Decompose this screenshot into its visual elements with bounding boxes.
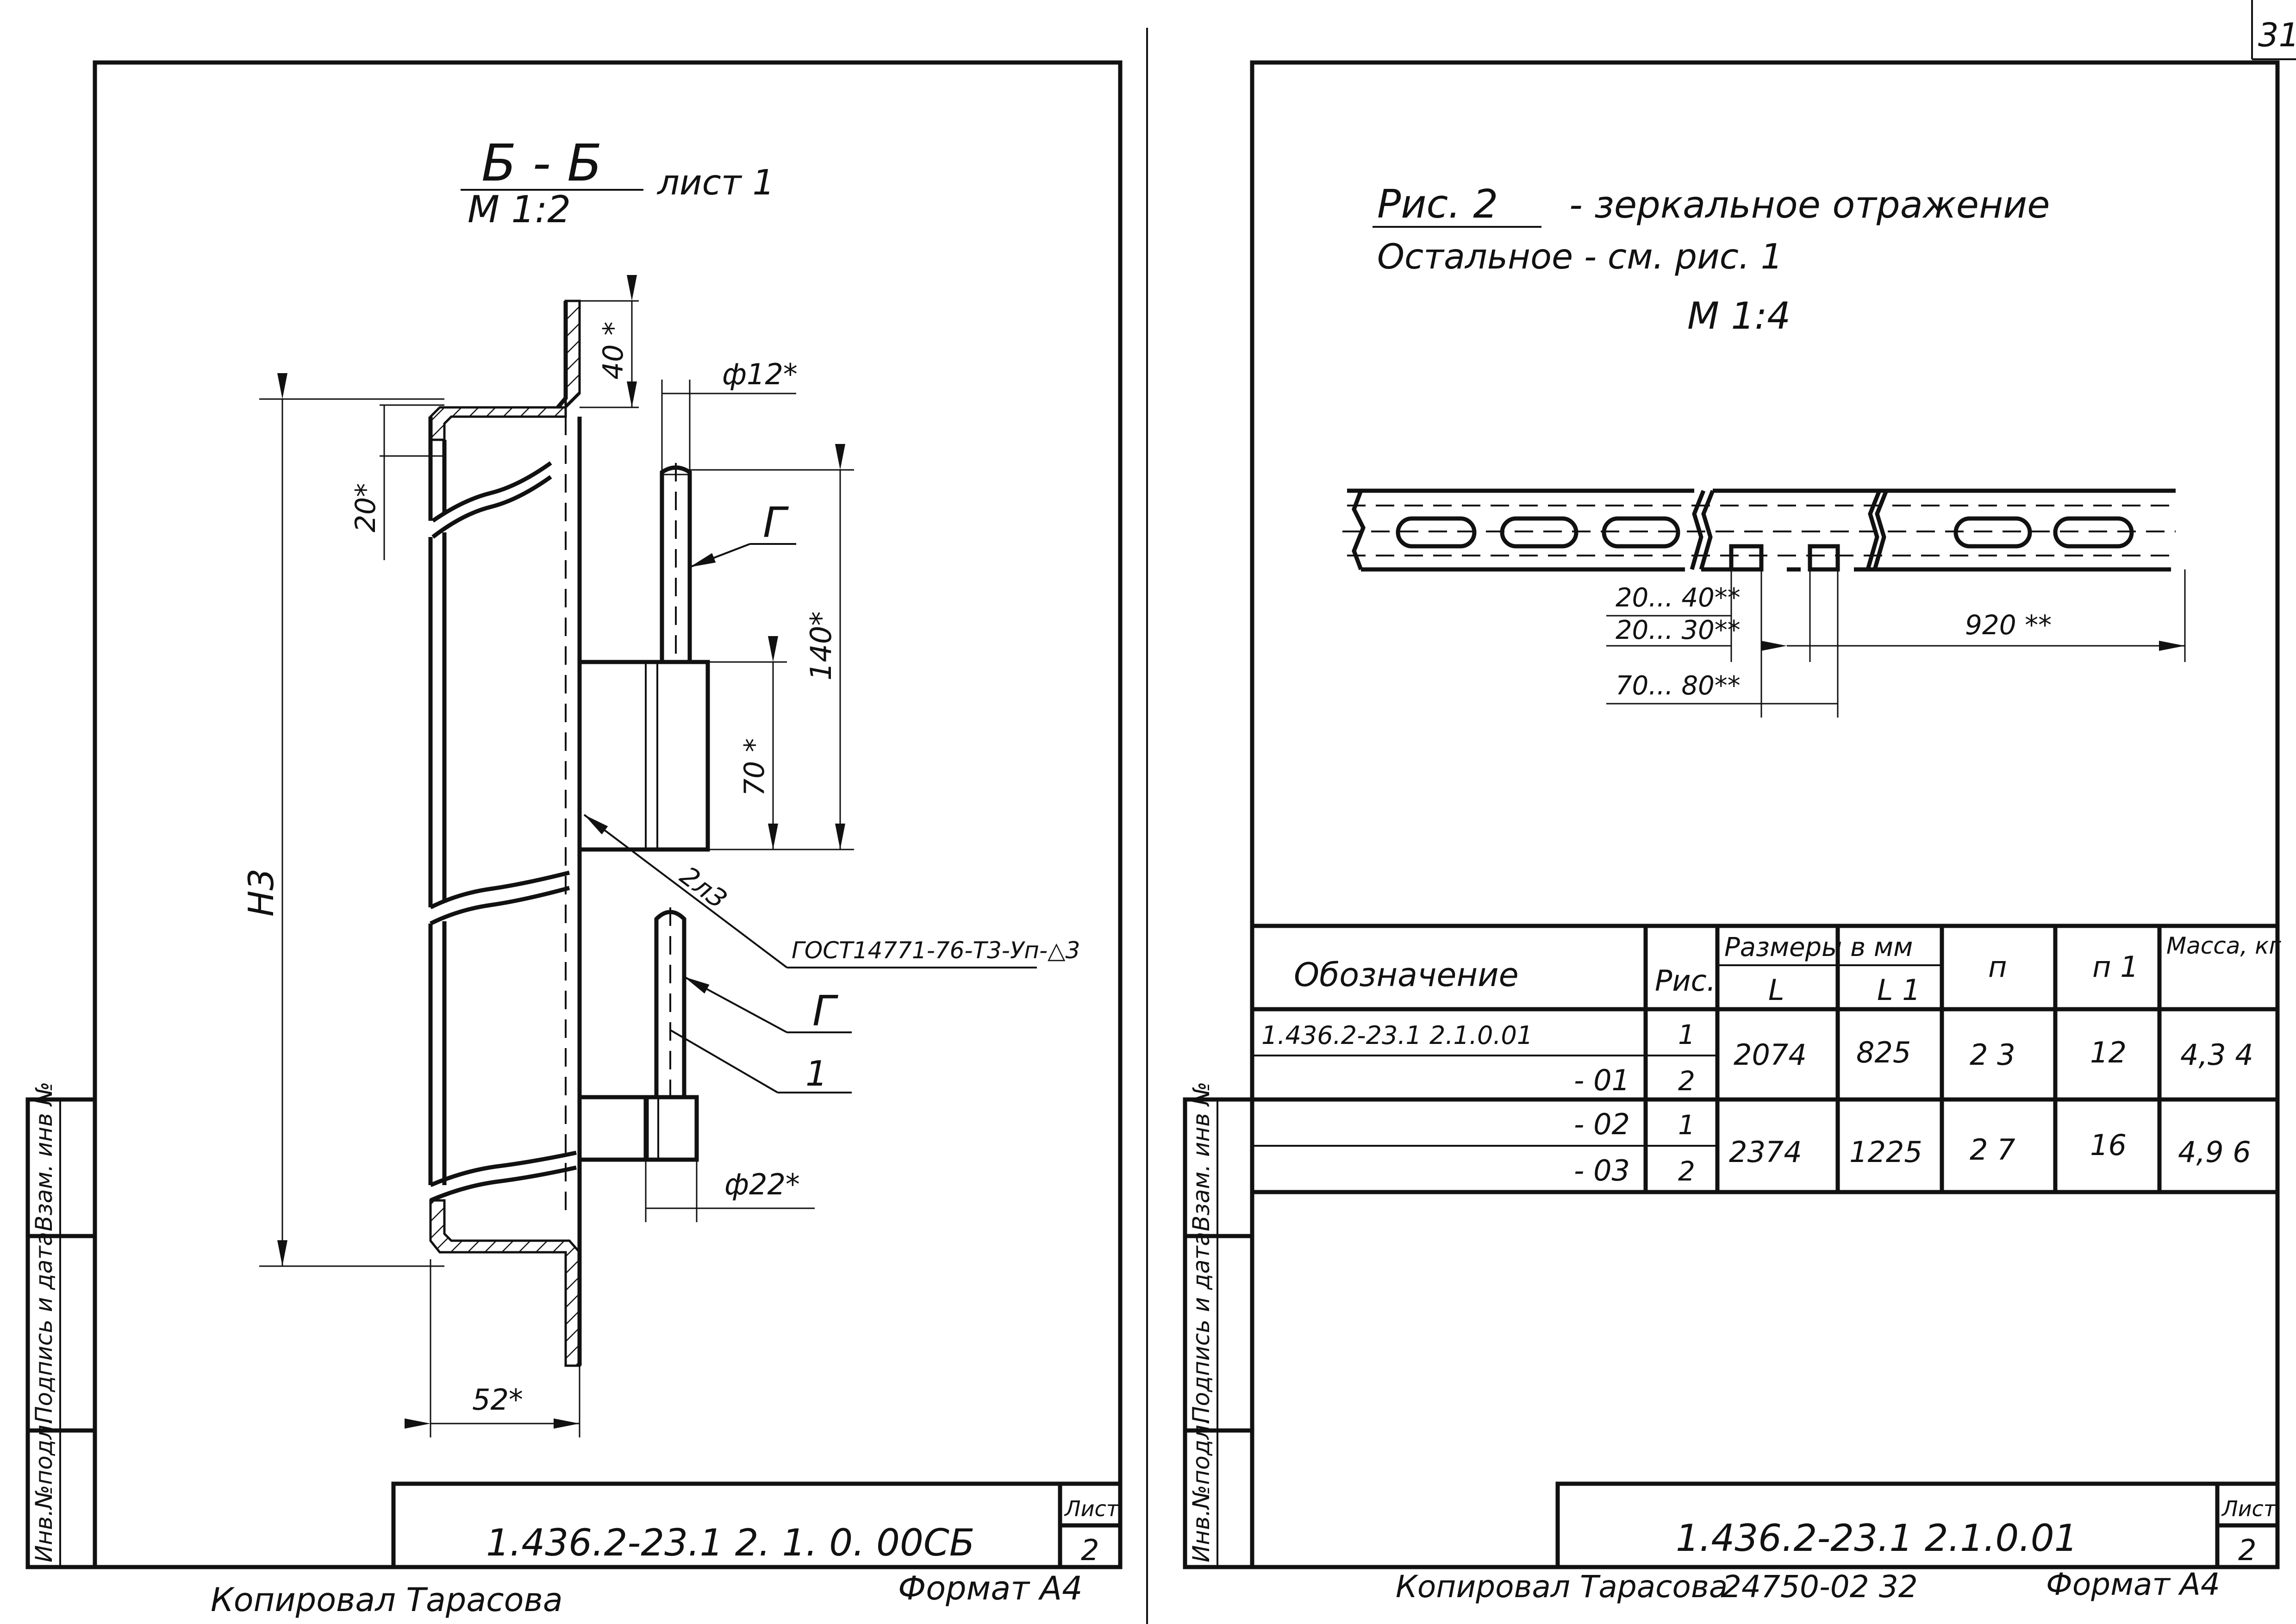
rail-drawing (1342, 488, 2176, 572)
dim-70: 70 * (738, 738, 771, 796)
row-fig-3: 2 (1678, 1156, 1695, 1187)
dim-20-40: 20... 40** (1616, 583, 1741, 613)
right-format: Формат А4 (2046, 1567, 2220, 1602)
side-label-inv: Инв.№подл. (1188, 1418, 1215, 1562)
side-label-signature: Подпись и дата (31, 1232, 57, 1424)
row-designation-0: 1.436.2-23.1 2.1.0.01 (1261, 1021, 1533, 1050)
section-dimensions: 40 * ф12* 20* Н3 140* 70 * (241, 275, 1080, 1437)
dim-920: 920 ** (1965, 609, 2052, 641)
left-stamp-code: 1.436.2-23.1 2. 1. 0. 00СБ (486, 1521, 975, 1564)
weld-mark: 2лЗ (674, 861, 732, 915)
group0-n1: 12 (2090, 1036, 2127, 1069)
page-number: 31 (2258, 16, 2296, 54)
right-copied-by: Копировал Тарасова (1396, 1569, 1728, 1605)
view-g-upper: Г (763, 499, 789, 547)
dim-20-30: 20... 30** (1616, 615, 1741, 645)
right-side-stamp: Инв.№подл. Подпись и дата Взам. инв № (1183, 1081, 1254, 1569)
left-copied-by: Копировал Тарасова (211, 1581, 563, 1619)
left-frame (93, 60, 1123, 1569)
dim-20: 20* (349, 483, 382, 532)
dim-40: 40 * (597, 322, 630, 380)
th-sizes: Размеры в мм (1724, 932, 1913, 962)
group0-L1: 825 (1856, 1036, 1911, 1069)
group0-L: 2074 (1734, 1038, 1807, 1072)
left-title-stamp: 1.436.2-23.1 2. 1. 0. 00СБ Лист 2 (391, 1481, 1123, 1569)
dim-70-80: 70... 80** (1616, 671, 1741, 701)
group0-n: 2 3 (1970, 1038, 2015, 1072)
group1-n: 2 7 (1970, 1133, 2015, 1167)
fig-note-2: Остальное - см. рис. 1 (1377, 236, 1783, 277)
gost-note: ГОСТ14771-76-Т3-Уп-△3 (792, 937, 1080, 964)
section-drawing (428, 300, 710, 1367)
right-title-stamp: 1.436.2-23.1 2.1.0.01 Лист 2 (1555, 1481, 2280, 1569)
left-sheet: Инв.№подл. Подпись и дата Взам. инв № Б … (25, 60, 1123, 1619)
right-stamp-code: 1.436.2-23.1 2.1.0.01 (1676, 1517, 2078, 1560)
row-designation-2: - 02 (1574, 1107, 1630, 1141)
group1-n1: 16 (2090, 1128, 2127, 1162)
fig-note: - зеркальное отражение (1569, 183, 2050, 226)
side-label-replace: Взам. инв № (31, 1081, 57, 1231)
dim-diameter-12: ф12* (722, 357, 798, 391)
th-fig: Рис. (1655, 964, 1716, 998)
left-side-stamp: Инв.№подл. Подпись и дата Взам. инв № (25, 1081, 97, 1569)
row-fig-1: 2 (1678, 1065, 1695, 1097)
fig-scale: М 1:4 (1687, 294, 1791, 337)
left-format: Формат А4 (898, 1569, 1083, 1607)
archive-number: 24750-02 32 (1722, 1569, 1918, 1605)
right-frame (1250, 60, 2280, 1569)
figure-caption: Рис. 2 - зеркальное отражение Остальное … (1373, 181, 2050, 337)
th-designation: Обозначение (1294, 956, 1519, 994)
row-designation-1: - 01 (1574, 1063, 1630, 1097)
right-stamp-sheet-number: 2 (2238, 1533, 2256, 1567)
right-stamp-sheet-label: Лист (2221, 1496, 2277, 1521)
position-1: 1 (805, 1053, 828, 1094)
group1-mass: 4,9 6 (2178, 1135, 2251, 1169)
dim-52: 52* (472, 1383, 523, 1417)
th-mass: Масса, кг (2166, 932, 2281, 959)
rail-dimensions: 20... 40** 20... 30** 70... 80** 920 ** (1606, 569, 2186, 718)
group1-L: 2374 (1729, 1135, 1802, 1169)
th-L1: L 1 (1877, 973, 1921, 1007)
left-stamp-sheet-label: Лист (1064, 1496, 1119, 1521)
row-fig-0: 1 (1678, 1019, 1695, 1050)
page-number-corner: 31 (2251, 0, 2296, 60)
section-title-block: Б - Б М 1:2 лист 1 (461, 133, 774, 231)
th-L: L (1768, 973, 1784, 1007)
group1-L1: 1225 (1849, 1135, 1922, 1169)
view-g-lower: Г (812, 987, 839, 1036)
row-designation-3: - 03 (1574, 1154, 1630, 1187)
dim-h3: Н3 (241, 868, 281, 917)
dim-diameter-22: ф22* (724, 1168, 800, 1201)
section-sheet-ref: лист 1 (656, 162, 774, 203)
fig-title: Рис. 2 (1377, 181, 1498, 227)
side-label-signature: Подпись и дата (1188, 1232, 1215, 1424)
dim-140: 140* (804, 612, 838, 681)
section-scale: М 1:2 (468, 188, 571, 231)
row-fig-2: 1 (1678, 1109, 1695, 1141)
group0-mass: 4,3 4 (2180, 1038, 2253, 1072)
spec-table: Обозначение Рис. Размеры в мм L L 1 п п … (1250, 924, 2281, 1194)
left-stamp-sheet-number: 2 (1081, 1533, 1099, 1567)
side-label-inv: Инв.№подл. (31, 1418, 57, 1562)
th-n: п (1988, 950, 2007, 984)
section-title: Б - Б (481, 133, 602, 193)
side-label-replace: Взам. инв № (1188, 1081, 1215, 1231)
right-sheet: Инв.№подл. Подпись и дата Взам. инв № Ри… (1183, 60, 2281, 1605)
th-n1: п 1 (2092, 950, 2139, 984)
